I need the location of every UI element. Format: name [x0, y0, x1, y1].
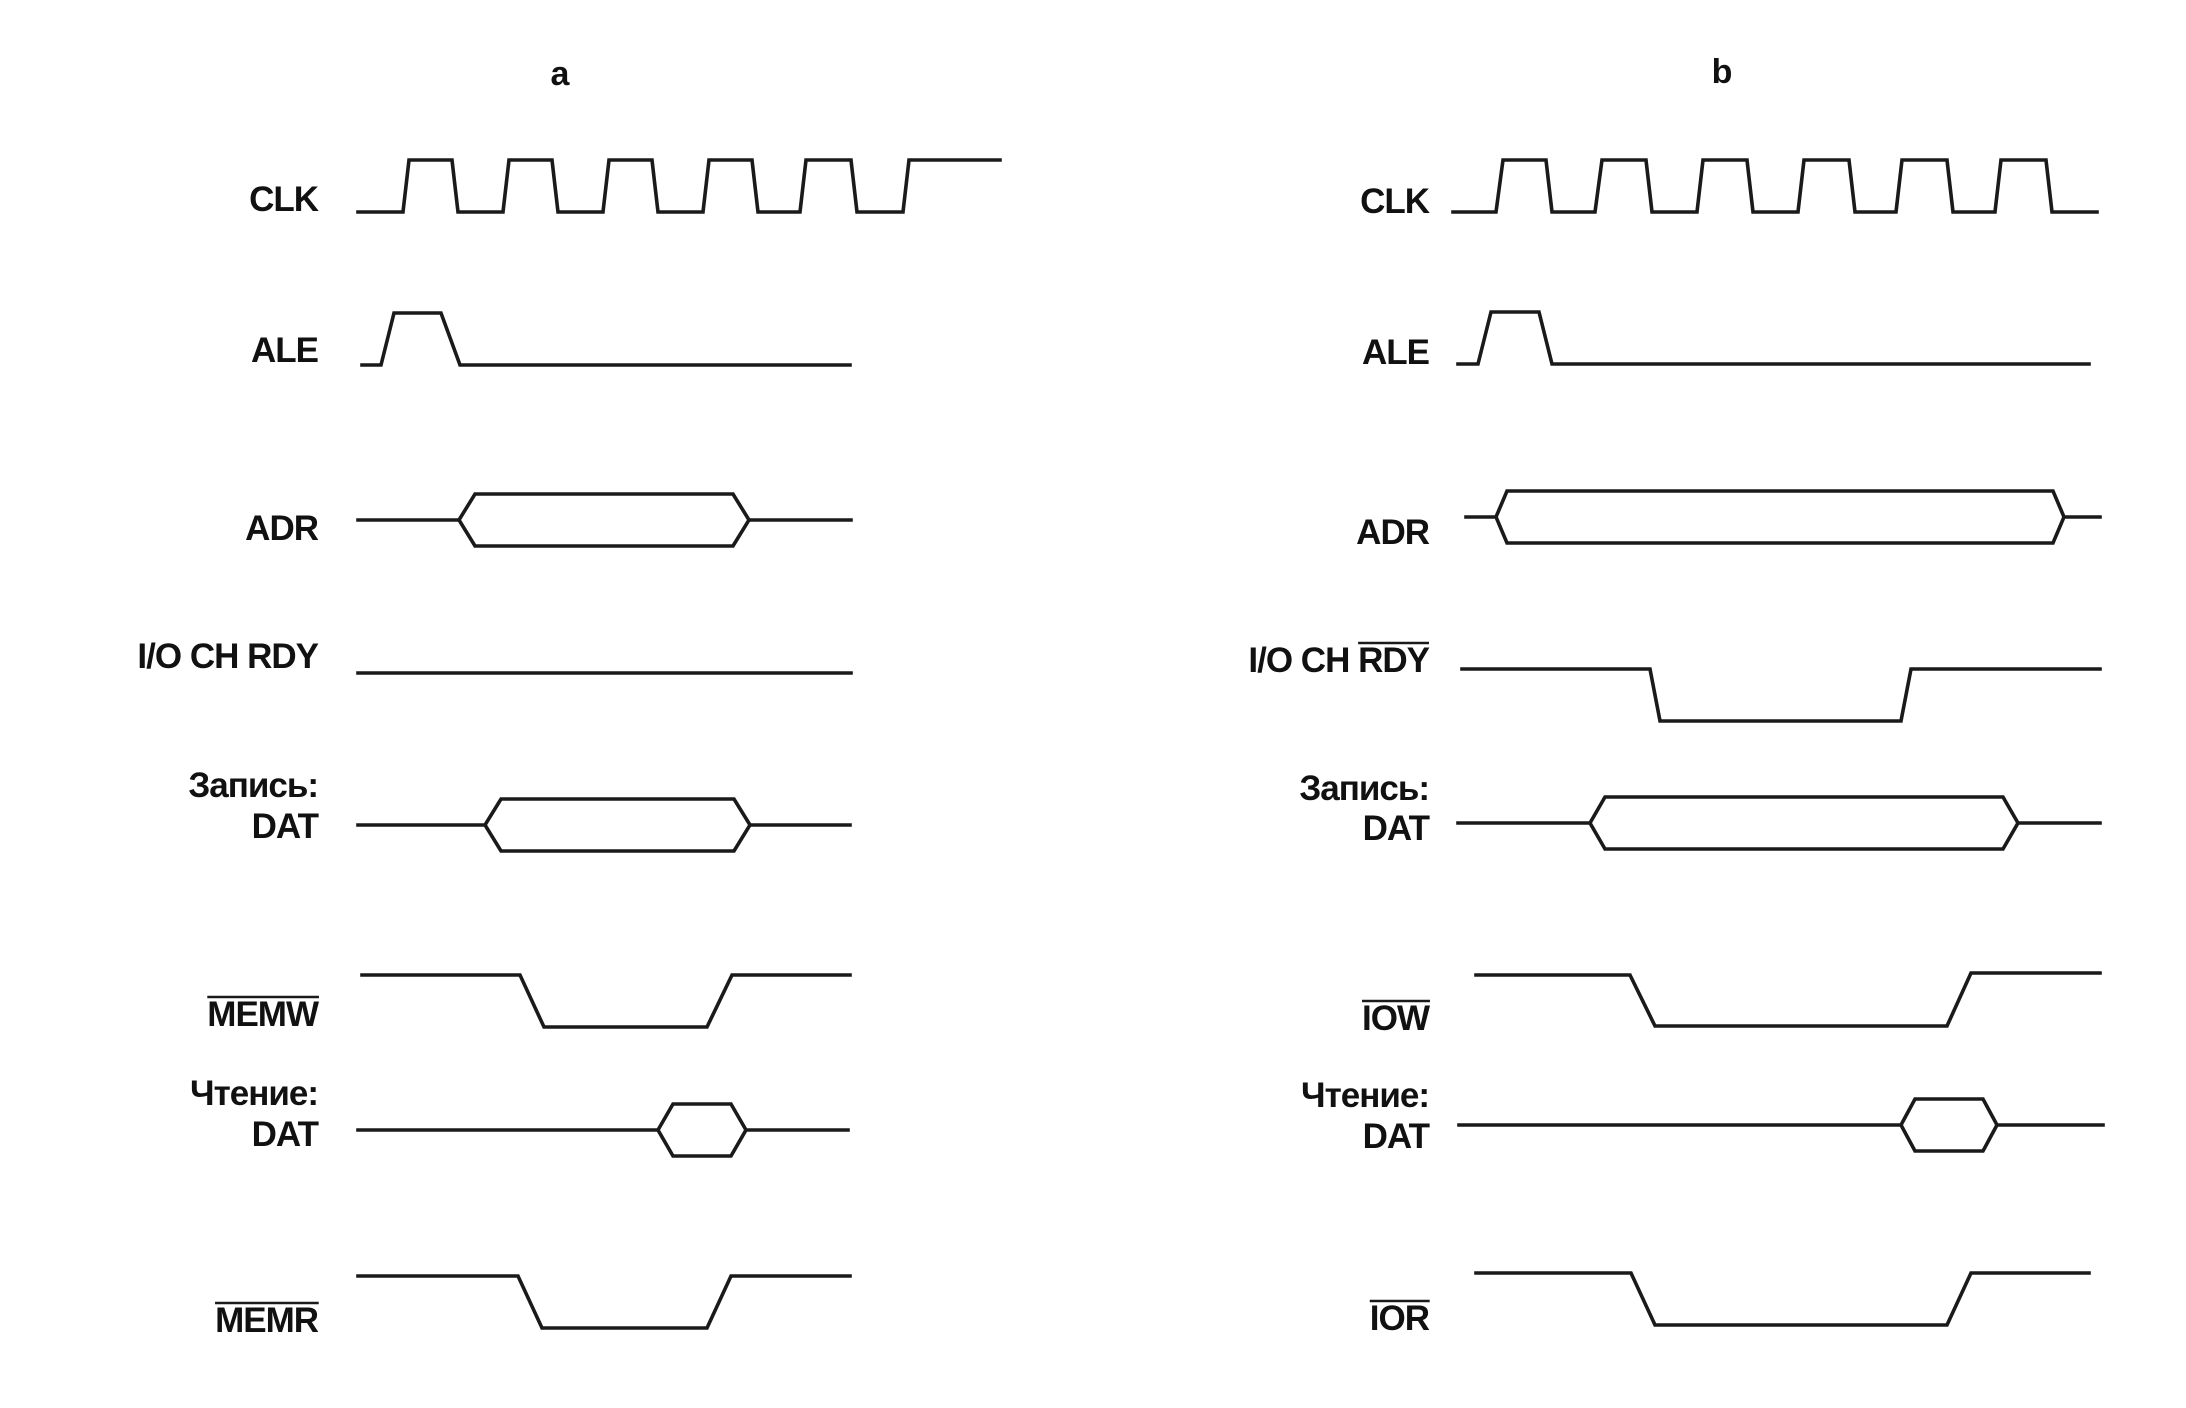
waveform-adr-upper — [1464, 489, 2102, 519]
waveform-wdat-lower — [1587, 820, 2021, 851]
signal-label-line: DAT — [1363, 809, 1430, 848]
signal-label-line: Запись: — [188, 766, 318, 805]
waveform-adr-lower — [456, 517, 752, 548]
signal-label-line: IOW — [1362, 999, 1430, 1038]
panel-b-waveforms — [1451, 158, 2105, 1327]
signal-label-rdat: Чтение:DAT — [1301, 1076, 1431, 1156]
signal-label-adr: ADR — [1356, 513, 1431, 552]
waveform-wdat-upper — [1456, 795, 2102, 825]
waveform-wr — [1474, 971, 2102, 1028]
signal-label-line: DAT — [252, 1115, 319, 1154]
signal-label-wr: MEMW — [207, 995, 320, 1034]
signal-label-rdy: I/O CH RDY — [1248, 641, 1430, 680]
waveform-rd — [356, 1274, 852, 1330]
waveform-rdat — [1457, 1097, 2105, 1153]
signal-label-line: ADR — [245, 509, 319, 548]
waveform-rd — [1474, 1271, 2091, 1327]
panel-a-waveforms — [356, 158, 1002, 1330]
waveform-rdat-lower — [1898, 1122, 2000, 1153]
signal-label-line: MEMW — [207, 995, 319, 1034]
waveform-ale — [1456, 310, 2091, 366]
signal-label-wdat: Запись:DAT — [1299, 769, 1430, 848]
waveform-ale — [360, 311, 852, 367]
signal-label-prefix: I/O CH — [1248, 641, 1358, 680]
waveform-wdat — [1456, 795, 2102, 851]
panel-b-title: b — [1712, 53, 1733, 91]
signal-label-line: ALE — [251, 331, 318, 370]
waveform-adr-upper — [356, 492, 853, 522]
signal-label-wdat: Запись:DAT — [188, 766, 319, 846]
panel-a-title: a — [551, 55, 571, 93]
signal-label-rdy: I/O CH RDY — [137, 637, 319, 676]
waveform-adr — [1464, 489, 2102, 545]
signal-label-line: DAT — [1363, 1117, 1430, 1156]
signal-label-line: DAT — [252, 807, 319, 846]
waveform-rdat-upper — [1457, 1097, 2105, 1127]
signal-label-line: Чтение: — [1301, 1076, 1429, 1115]
waveform-wdat-lower — [482, 822, 753, 853]
waveform-rdat — [356, 1102, 850, 1158]
signal-label-line: Запись: — [1299, 769, 1429, 808]
signal-label-suffix: RDY — [1358, 641, 1430, 680]
waveform-clk — [1451, 158, 2099, 214]
waveform-rdy — [1460, 667, 2102, 723]
signal-label-line: I/O CH RDY — [137, 637, 318, 676]
waveform-rdat-upper — [356, 1102, 850, 1132]
signal-label-line: IOR — [1370, 1299, 1430, 1338]
signal-label-rdat: Чтение:DAT — [190, 1074, 320, 1154]
signal-label-adr: ADR — [245, 509, 320, 548]
signal-label-line: ALE — [1362, 333, 1429, 372]
waveform-adr — [356, 492, 853, 548]
waveform-clk — [356, 158, 1002, 214]
signal-label-ale: ALE — [251, 331, 319, 370]
signal-label-line: CLK — [1360, 182, 1430, 221]
waveform-wdat-upper — [356, 797, 852, 827]
signal-label-line: CLK — [249, 180, 319, 219]
signal-label-clk: CLK — [249, 180, 320, 219]
signal-label-wr: IOW — [1362, 999, 1431, 1038]
signal-label-line: MEMR — [215, 1301, 319, 1340]
waveform-wr — [360, 973, 852, 1029]
signal-label-line: Чтение: — [190, 1074, 318, 1113]
waveform-rdat-lower — [655, 1127, 749, 1158]
signal-label-rd: IOR — [1369, 1299, 1431, 1338]
waveform-wdat — [356, 797, 852, 853]
signal-label-ale: ALE — [1362, 333, 1430, 372]
waveform-adr-lower — [1493, 514, 2067, 545]
signal-label-clk: CLK — [1360, 182, 1431, 221]
signal-label-line: I/O CH RDY — [1248, 641, 1429, 680]
signal-label-rd: MEMR — [215, 1301, 320, 1340]
signal-label-line: ADR — [1356, 513, 1430, 552]
